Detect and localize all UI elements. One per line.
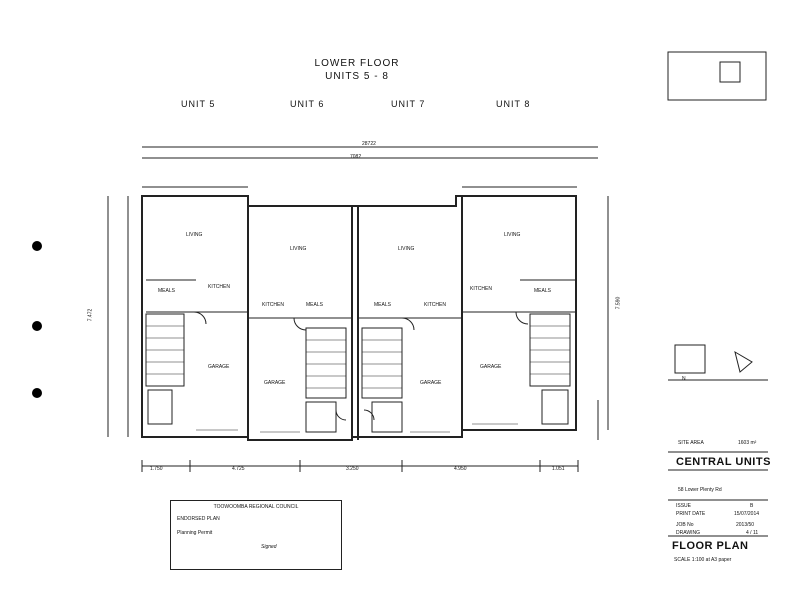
binder-hole <box>32 388 42 398</box>
unit-label: UNIT 6 <box>290 99 325 109</box>
left-dimension: 7.472 <box>87 308 94 322</box>
unit-label: UNIT 8 <box>496 99 531 109</box>
room-label: GARAGE <box>208 364 230 370</box>
bottom-dimension: 4.950 <box>454 466 467 472</box>
room-label: MEALS <box>158 288 175 294</box>
room-label: MEALS <box>306 302 323 308</box>
room-label: MEALS <box>374 302 391 308</box>
drawing-no-label: DRAWING <box>676 530 700 536</box>
binder-hole <box>32 321 42 331</box>
bottom-dimension: 1.051 <box>552 466 565 472</box>
stamp-heading: TOOWOOMBA REGIONAL COUNCIL <box>213 504 299 510</box>
room-label: GARAGE <box>420 380 442 386</box>
stamp-signature: Signed <box>261 544 277 550</box>
bottom-dimension: 1.750 <box>150 466 163 472</box>
room-label: GARAGE <box>264 380 286 386</box>
council-stamp: TOOWOOMBA REGIONAL COUNCIL ENDORSED PLAN… <box>170 500 342 570</box>
room-label: KITCHEN <box>262 302 284 308</box>
right-dimension: 7.590 <box>615 296 622 310</box>
issue-label: ISSUE <box>676 503 692 509</box>
scale-text: SCALE 1:100 at A3 paper <box>674 557 732 563</box>
sheet-title: FLOOR PLAN <box>672 540 749 552</box>
room-label: LIVING <box>504 232 521 238</box>
job-no-label: JOB No <box>676 522 694 528</box>
project-name: CENTRAL UNITS <box>676 456 771 468</box>
room-label: KITCHEN <box>470 286 492 292</box>
project-address: 58 Lower Plenty Rd <box>678 487 722 493</box>
room-label: LIVING <box>398 246 415 252</box>
north-label: N <box>682 376 686 382</box>
stamp-line: Planning Permit <box>177 530 213 536</box>
print-date-value: 15/07/2014 <box>734 511 760 517</box>
bottom-dimension: 4.725 <box>232 466 245 472</box>
job-no-value: 2013/50 <box>736 522 755 528</box>
issue-value: B <box>750 503 754 509</box>
drawing-subtitle: UNITS 5 - 8 <box>325 71 389 82</box>
site-area-value: 1603 m² <box>738 440 757 446</box>
unit-label: UNIT 5 <box>181 99 216 109</box>
drawing-title: LOWER FLOOR <box>314 58 400 69</box>
bottom-dimension: 3.250 <box>346 466 359 472</box>
site-area-label: SITE AREA <box>678 440 704 446</box>
drawing-no-value: 4 / 11 <box>746 530 759 536</box>
room-label: LIVING <box>290 246 307 252</box>
room-label: LIVING <box>186 232 203 238</box>
overall-inner-dimension: 7082 <box>350 154 362 160</box>
unit-label: UNIT 7 <box>391 99 426 109</box>
room-label: KITCHEN <box>208 284 230 290</box>
room-label: GARAGE <box>480 364 502 370</box>
room-label: KITCHEN <box>424 302 446 308</box>
binder-hole <box>32 241 42 251</box>
print-date-label: PRINT DATE <box>676 511 706 517</box>
overall-dimension: 28722 <box>362 141 376 147</box>
room-label: MEALS <box>534 288 551 294</box>
stamp-line: ENDORSED PLAN <box>177 516 220 522</box>
